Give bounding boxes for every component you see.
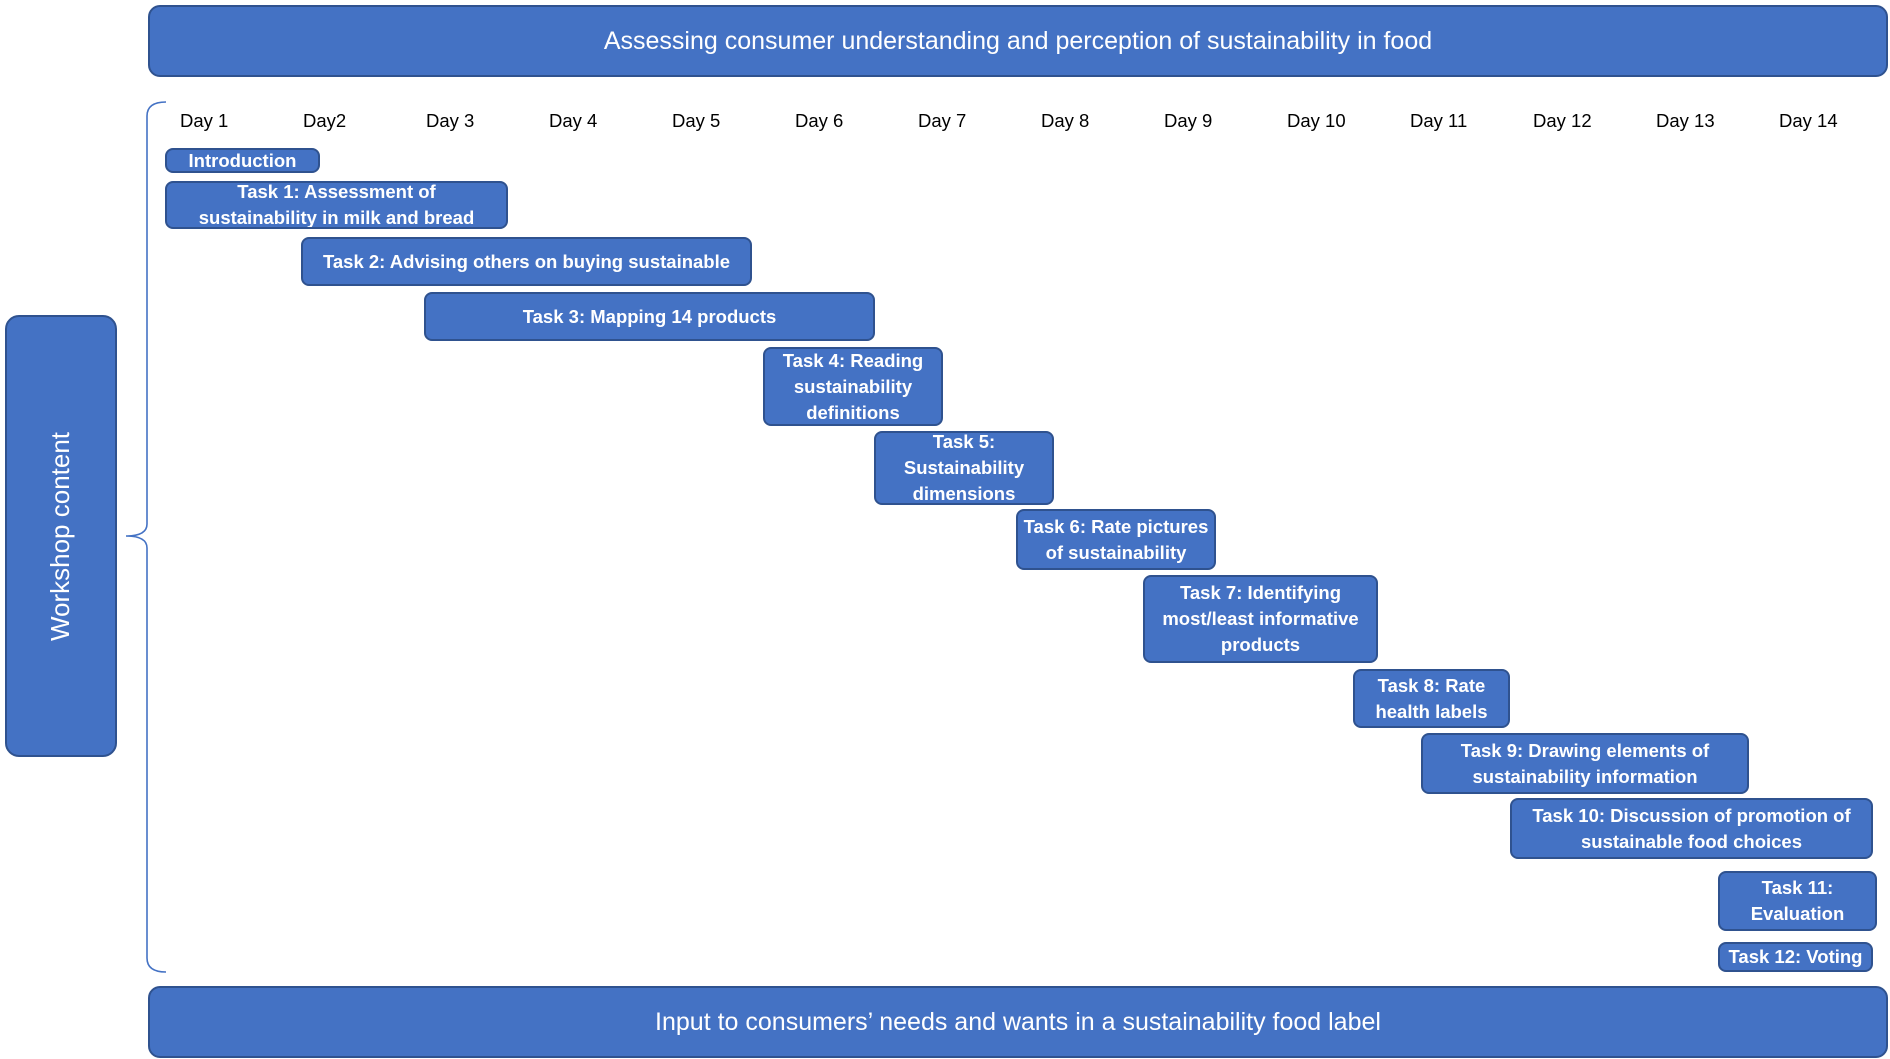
task-bar-2: Task 2: Advising others on buying sustai… bbox=[301, 237, 752, 286]
day-header-8: Day 8 bbox=[1041, 110, 1090, 131]
day-header-2: Day2 bbox=[303, 110, 347, 131]
footer-banner: Input to consumers’ needs and wants in a… bbox=[148, 986, 1888, 1058]
task-bar-10: Task 10: Discussion of promotion of sust… bbox=[1510, 798, 1873, 859]
day-header-7: Day 7 bbox=[918, 110, 967, 131]
day-header-11: Day 11 bbox=[1410, 110, 1468, 131]
footer-text: Input to consumers’ needs and wants in a… bbox=[655, 1007, 1381, 1036]
task-bar-9: Task 9: Drawing elements of sustainabili… bbox=[1421, 733, 1749, 794]
task-bar-7: Task 7: Identifying most/least informati… bbox=[1143, 575, 1378, 663]
title-banner: Assessing consumer understanding and per… bbox=[148, 5, 1888, 77]
day-header-12: Day 12 bbox=[1533, 110, 1592, 131]
task-bar-3: Task 3: Mapping 14 products bbox=[424, 292, 875, 341]
task-bar-11: Task 11: Evaluation bbox=[1718, 871, 1877, 931]
task-bar-5: Task 5: Sustainability dimensions bbox=[874, 431, 1054, 505]
day-header-4: Day 4 bbox=[549, 110, 598, 131]
day-header-10: Day 10 bbox=[1287, 110, 1346, 131]
title-text: Assessing consumer understanding and per… bbox=[603, 26, 1433, 55]
day-header-13: Day 13 bbox=[1656, 110, 1715, 131]
day-header-9: Day 9 bbox=[1164, 110, 1213, 131]
task-bar-6: Task 6: Rate pictures of sustainability bbox=[1016, 509, 1216, 570]
day-header-1: Day 1 bbox=[180, 110, 229, 131]
task-bar-1: Task 1: Assessment of sustainability in … bbox=[165, 181, 508, 229]
day-header-14: Day 14 bbox=[1779, 110, 1838, 131]
day-header-6: Day 6 bbox=[795, 110, 844, 131]
day-header-3: Day 3 bbox=[426, 110, 475, 131]
task-bar-introduction: Introduction bbox=[165, 148, 320, 173]
task-bar-8: Task 8: Rate health labels bbox=[1353, 669, 1510, 728]
day-header-5: Day 5 bbox=[672, 110, 721, 131]
task-bar-4: Task 4: Reading sustainability definitio… bbox=[763, 347, 943, 426]
task-bar-12: Task 12: Voting bbox=[1718, 942, 1873, 972]
workshop-content-box: Workshop content bbox=[5, 315, 117, 757]
